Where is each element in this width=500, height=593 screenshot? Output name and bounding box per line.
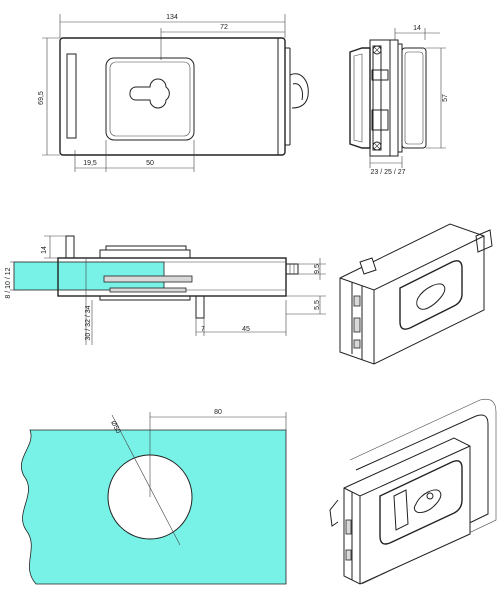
bottom-bolt [195, 295, 205, 319]
dim-45: 45 [242, 326, 250, 333]
dim-8-10-12: 8 / 10 / 12 [5, 267, 12, 298]
dim-80: 80 [214, 409, 222, 416]
screw-icon [372, 141, 382, 151]
lock-body-front [59, 37, 286, 156]
iso-keyhole-icon [416, 283, 446, 310]
dim-19-5: 19,5 [83, 160, 97, 167]
side-handle [349, 47, 371, 149]
diameter-leader [111, 414, 181, 546]
iso-body [339, 223, 485, 365]
dim-30-32-34: 30 / 32 / 34 [85, 305, 92, 340]
dim-14-top: 14 [41, 246, 48, 254]
front-view: 134 72 69,5 19,5 50 [38, 14, 309, 172]
latch-handle [289, 73, 309, 109]
screw-icon [372, 45, 382, 55]
side-view: 14 57 23 / 25 / 27 [349, 25, 449, 176]
isometric-view-2 [329, 398, 497, 585]
dim-50: 50 [146, 160, 154, 167]
left-slot [66, 53, 77, 139]
dim-5-5: 5,5 [314, 300, 321, 310]
section-view: 8 / 10 / 12 14 9,5 5,5 [5, 235, 326, 345]
iso2-plate [379, 460, 463, 545]
glass-cutout-view: 80 Ø50 [21, 409, 287, 585]
top-knob [65, 235, 75, 259]
iso2-keyhole-icon [413, 489, 442, 513]
dim-7: 7 [201, 326, 205, 333]
isometric-view-1 [339, 223, 493, 365]
dim-69-5: 69,5 [38, 91, 45, 105]
dim-14-side: 14 [413, 25, 421, 32]
dim-57: 57 [442, 94, 449, 102]
keyhole-icon [129, 78, 170, 109]
iso2-handle [393, 489, 409, 531]
dim-72: 72 [220, 24, 228, 31]
iso-key-plate [399, 260, 463, 330]
dim-9-5: 9,5 [314, 264, 321, 274]
latch-tongue [285, 263, 299, 275]
dim-23-25-27: 23 / 25 / 27 [370, 169, 405, 176]
key-plate [105, 57, 195, 141]
dim-134: 134 [166, 14, 178, 21]
